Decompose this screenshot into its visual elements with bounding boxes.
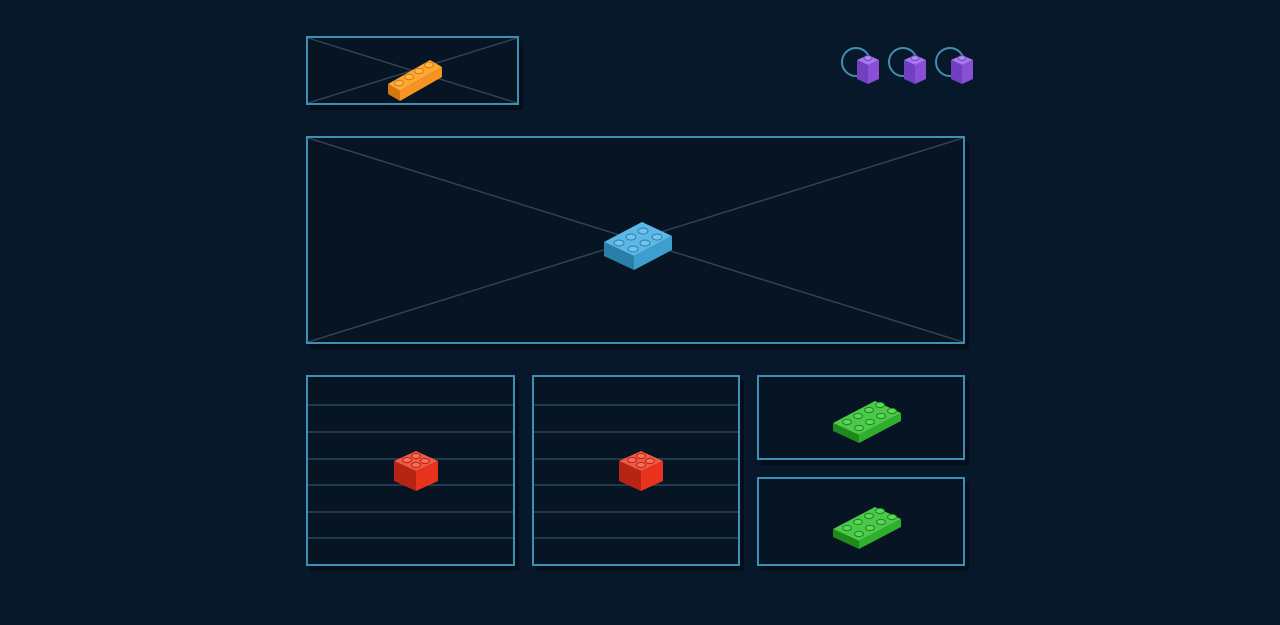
- list-row-divider: [308, 404, 513, 406]
- avatar[interactable]: [934, 45, 974, 85]
- red-lego-brick-icon: [394, 451, 438, 491]
- list-row-divider: [534, 537, 738, 539]
- list-placeholder: [306, 375, 515, 566]
- red-lego-brick-icon: [619, 451, 663, 491]
- logo-placeholder: [306, 36, 519, 105]
- list-row-divider: [308, 431, 513, 433]
- hero-image-placeholder: [306, 136, 965, 344]
- purple-lego-brick-icon: [935, 47, 973, 84]
- orange-lego-brick-icon: [388, 60, 442, 101]
- list-row-divider: [534, 404, 738, 406]
- list-row-divider: [534, 431, 738, 433]
- list-row-divider: [534, 511, 738, 513]
- avatar[interactable]: [887, 45, 927, 85]
- list-row-divider: [308, 511, 513, 513]
- green-lego-brick-icon: [833, 507, 901, 549]
- card-placeholder: [757, 477, 965, 566]
- card-placeholder: [757, 375, 965, 460]
- avatar[interactable]: [840, 45, 880, 85]
- purple-lego-brick-icon: [888, 47, 926, 84]
- blue-lego-brick-icon: [604, 222, 672, 270]
- list-row-divider: [308, 537, 513, 539]
- list-placeholder: [532, 375, 740, 566]
- purple-lego-brick-icon: [841, 47, 879, 84]
- green-lego-brick-icon: [833, 401, 901, 443]
